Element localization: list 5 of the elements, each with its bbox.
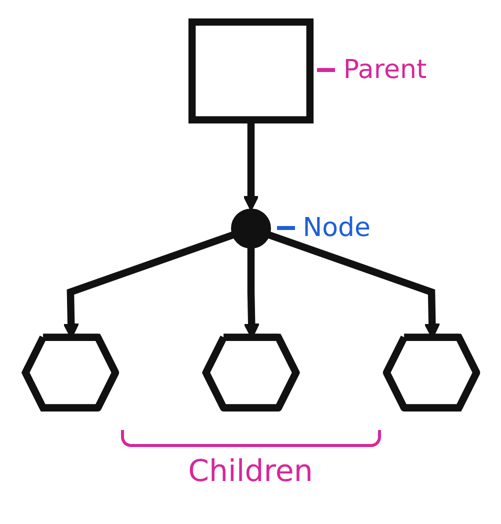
group-label: Children	[120, 430, 380, 489]
node-caption: Node	[276, 212, 371, 243]
node-box	[188, 18, 314, 124]
node-circle	[230, 208, 270, 249]
node-caption: Parent	[317, 54, 427, 85]
